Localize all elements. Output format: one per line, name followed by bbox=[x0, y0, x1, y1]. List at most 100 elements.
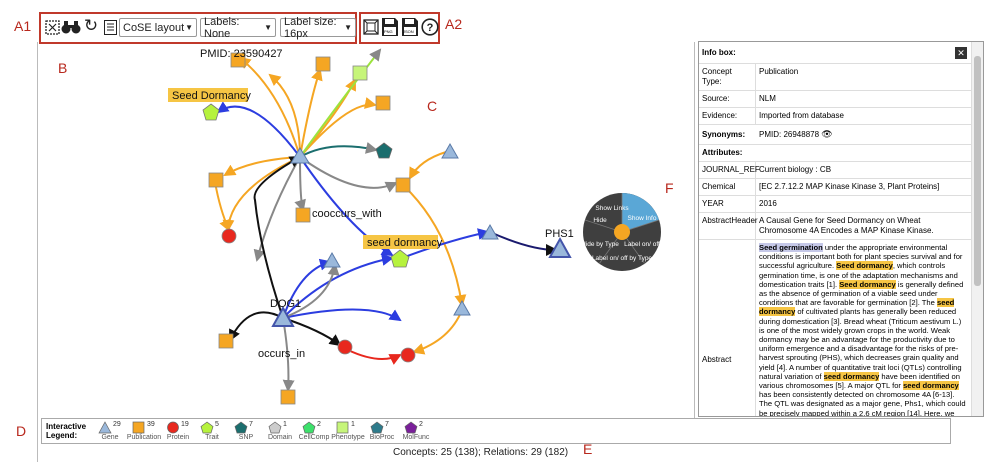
protein-node bbox=[337, 339, 353, 355]
edge bbox=[299, 156, 398, 193]
gene-node bbox=[548, 236, 572, 258]
fullscreen-icon[interactable] bbox=[362, 18, 380, 36]
gene-node bbox=[271, 305, 295, 327]
panel-label-a1: A1 bbox=[14, 18, 32, 34]
synonyms-label: Synonyms: bbox=[702, 129, 746, 139]
edge bbox=[282, 308, 402, 322]
edge bbox=[299, 142, 378, 158]
publication-node bbox=[208, 172, 224, 188]
edge bbox=[299, 48, 382, 158]
info-key: Concept Type: bbox=[699, 64, 756, 90]
panel-label-b: B bbox=[58, 60, 68, 76]
radial-menu-show-info-label[interactable]: Show Info bbox=[628, 215, 657, 222]
abstract-segment: has been consistently detected on chromo… bbox=[759, 390, 966, 417]
snp-node bbox=[375, 142, 393, 159]
panel-label-a2: A2 bbox=[445, 16, 463, 32]
publication-node bbox=[395, 177, 411, 193]
label-size-select[interactable]: Label size: 16px▼ bbox=[280, 15, 356, 40]
edge bbox=[412, 309, 463, 355]
highlight: seed dormancy bbox=[823, 371, 880, 381]
right-border bbox=[694, 42, 695, 418]
radial-menu-label-on-off[interactable]: Label on/ off bbox=[624, 241, 660, 248]
legend-count: 39 bbox=[147, 421, 155, 428]
gene-node bbox=[453, 299, 471, 316]
radial-menu[interactable]: Show Links Show Info Hide Hide by Type L… bbox=[581, 193, 661, 271]
info-box-title: Info box: bbox=[702, 47, 736, 57]
seed-dormancy-top-label: Seed Dormancy bbox=[172, 90, 251, 102]
attr-value: [EC 2.7.12.2 MAP Kinase Kinase 3, Plant … bbox=[759, 182, 940, 191]
layout-select-value: CoSE layout bbox=[123, 21, 185, 34]
publication-node bbox=[295, 207, 311, 223]
network-graph[interactable]: PMID: 23590427 Seed Dormancy cooccurs_wi… bbox=[40, 42, 692, 416]
legend-count: 19 bbox=[181, 421, 189, 428]
legend-name: Gene bbox=[101, 434, 119, 441]
square-icon bbox=[336, 421, 349, 434]
legend-name: BioProc bbox=[369, 434, 395, 441]
list-icon[interactable] bbox=[101, 18, 119, 36]
legend-name: Trait bbox=[205, 434, 219, 441]
binoculars-icon[interactable] bbox=[60, 18, 82, 36]
layout-select[interactable]: CoSE layout▼ bbox=[119, 18, 197, 37]
protein-node bbox=[221, 228, 237, 244]
publication-node bbox=[230, 52, 246, 68]
info-box[interactable]: Info box: ✕ Concept Type:Publication Sou… bbox=[698, 41, 984, 417]
trait-node bbox=[202, 103, 220, 121]
highlight: seed dormancy bbox=[903, 381, 959, 391]
save-png-icon[interactable] bbox=[380, 17, 399, 37]
svg-text:?: ? bbox=[426, 22, 433, 34]
legend-title: Interactive Legend: bbox=[46, 422, 86, 440]
radial-menu-label-on-off-by-type[interactable]: Label on/ off by Type bbox=[592, 255, 652, 262]
attr-value: A Causal Gene for Seed Dormancy on Wheat… bbox=[759, 216, 934, 235]
radial-menu-show-links[interactable]: Show Links bbox=[595, 205, 629, 212]
legend-name: MolFunc bbox=[402, 434, 430, 441]
chevron-down-icon: ▼ bbox=[185, 23, 193, 32]
info-value: Publication bbox=[759, 67, 799, 76]
legend-name: Protein bbox=[166, 434, 190, 441]
close-icon[interactable]: ✕ bbox=[955, 46, 967, 59]
help-icon[interactable]: ? bbox=[420, 17, 439, 36]
legend-name: CellComp bbox=[298, 434, 330, 441]
attr-key: YEAR bbox=[699, 196, 756, 212]
radial-menu-hide[interactable]: Hide bbox=[593, 217, 607, 224]
legend-title-line2: Legend: bbox=[46, 431, 78, 440]
phs1-label: PHS1 bbox=[545, 228, 574, 240]
eye-icon[interactable]: 👁 bbox=[821, 129, 833, 139]
info-box-scrollbar[interactable] bbox=[971, 42, 983, 416]
radial-menu-show-info bbox=[622, 193, 659, 232]
edge bbox=[223, 156, 301, 177]
edge bbox=[403, 185, 467, 307]
square-icon bbox=[132, 421, 145, 434]
edge bbox=[253, 156, 302, 319]
refresh-icon[interactable]: ↻ bbox=[83, 16, 99, 35]
panel-label-f: F bbox=[665, 180, 674, 196]
info-value: NLM bbox=[759, 94, 776, 103]
nodes[interactable] bbox=[202, 52, 572, 405]
legend-count: 2 bbox=[317, 421, 321, 428]
attr-key: AbstractHeader bbox=[699, 213, 758, 239]
label-size-select-value: Label size: 16px bbox=[284, 15, 337, 40]
legend-name: Phenotype bbox=[331, 434, 365, 441]
legend-title-line1: Interactive bbox=[46, 422, 87, 431]
pmid-label: PMID: 23590427 bbox=[200, 48, 283, 60]
gene-node bbox=[323, 251, 341, 268]
seed-dormancy-mid-label: seed dormancy bbox=[367, 237, 443, 249]
save-json-icon[interactable] bbox=[400, 17, 419, 37]
fit-icon[interactable] bbox=[43, 18, 61, 36]
panel-label-e: E bbox=[583, 441, 593, 457]
attr-key: Chemical bbox=[699, 179, 756, 195]
legend-count: 5 bbox=[215, 421, 219, 428]
abstract-text: Seed germination under the appropriate e… bbox=[756, 240, 971, 417]
radial-menu-hide-by-type[interactable]: Hide by Type bbox=[581, 241, 619, 248]
abstract-segment: is generally defined as the absence of g… bbox=[759, 279, 964, 308]
json-label: JSON bbox=[403, 29, 414, 34]
info-key: Evidence: bbox=[699, 108, 756, 124]
toolbar-group-a2 bbox=[359, 12, 440, 44]
scrollbar-thumb[interactable] bbox=[974, 56, 981, 286]
edge bbox=[214, 181, 231, 232]
publication-node bbox=[315, 56, 331, 72]
abstract-segment: have been identified on various chromoso… bbox=[759, 371, 960, 391]
labels-select[interactable]: Labels: None▼ bbox=[200, 16, 276, 40]
edge bbox=[216, 101, 301, 158]
legend-count: 1 bbox=[351, 421, 355, 428]
